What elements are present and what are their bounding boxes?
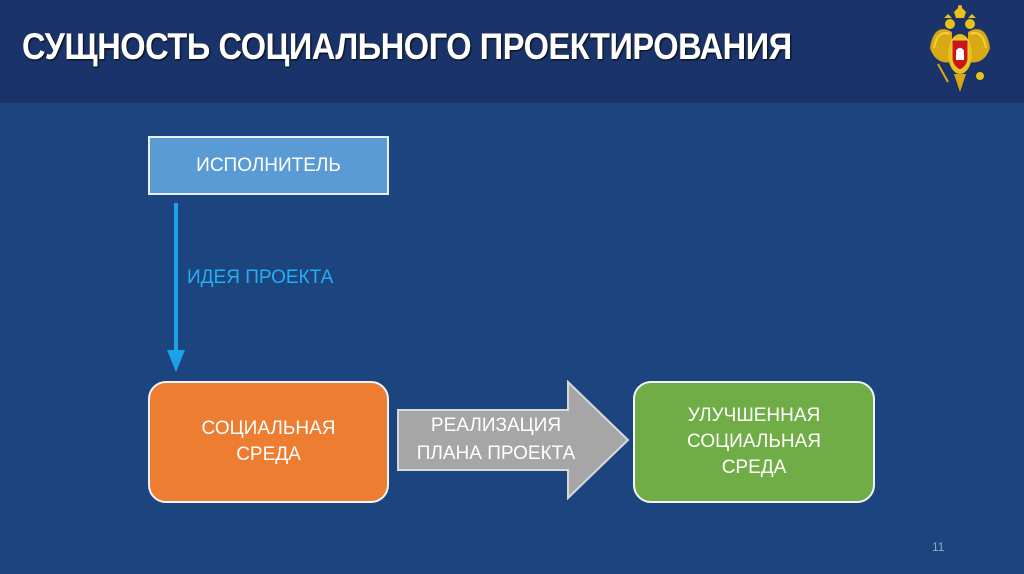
social-environment-box: СОЦИАЛЬНАЯ СРЕДА	[148, 381, 389, 503]
improved-environment-line-1: УЛУЧШЕННАЯ	[687, 405, 821, 426]
arrow-right-icon	[397, 380, 630, 500]
executor-box: ИСПОЛНИТЕЛЬ	[148, 136, 389, 195]
implementation-line-2: ПЛАНА ПРОЕКТА	[416, 443, 576, 464]
arrow-down-icon	[167, 350, 185, 372]
header-bar: СУЩНОСТЬ СОЦИАЛЬНОГО ПРОЕКТИРОВАНИЯ	[0, 0, 1024, 103]
implementation-label: РЕАЛИЗАЦИЯ ПЛАНА ПРОЕКТА	[396, 412, 596, 468]
idea-label: ИДЕЯ ПРОЕКТА	[187, 267, 334, 288]
social-environment-line-1: СОЦИАЛЬНАЯ	[201, 418, 336, 439]
social-environment-line-2: СРЕДА	[236, 444, 301, 465]
russian-coat-of-arms-icon	[930, 5, 990, 92]
improved-environment-line-2: СОЦИАЛЬНАЯ	[687, 431, 821, 452]
improved-environment-line-3: СРЕДА	[721, 457, 787, 478]
page-number: 11	[932, 540, 945, 554]
page-title: СУЩНОСТЬ СОЦИАЛЬНОГО ПРОЕКТИРОВАНИЯ	[22, 26, 792, 67]
idea-arrow-shaft	[174, 203, 178, 353]
improved-environment-box: УЛУЧШЕННАЯ СОЦИАЛЬНАЯ СРЕДА	[633, 381, 875, 503]
implementation-line-1: РЕАЛИЗАЦИЯ	[430, 415, 562, 436]
